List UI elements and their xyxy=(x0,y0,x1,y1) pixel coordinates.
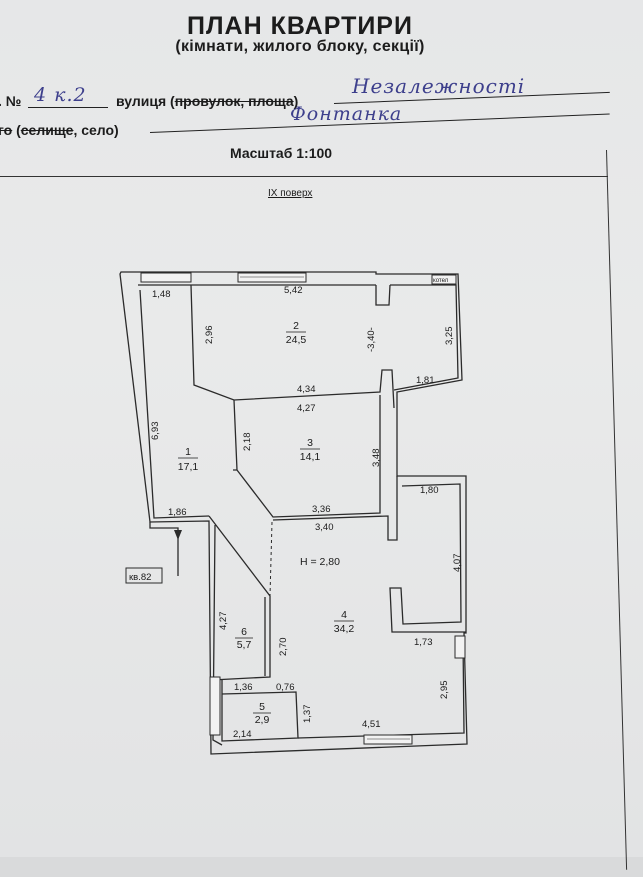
dim: 3,40 xyxy=(315,522,334,533)
window-room4 xyxy=(363,734,413,745)
room-number: 6 xyxy=(241,626,247,638)
dim: 1,36 xyxy=(234,682,253,693)
opening-dashed xyxy=(269,521,273,597)
room-number: 1 xyxy=(185,446,191,458)
settlement-label: го (селище, село) xyxy=(0,122,119,138)
settlement-value: Фонтанка xyxy=(290,103,403,125)
dim: 4,07 xyxy=(452,554,463,573)
wall-room2 xyxy=(190,284,395,409)
entrance-label: кв.82 xyxy=(129,572,151,583)
dim: 0,76 xyxy=(276,682,295,693)
window-room6 xyxy=(209,676,221,736)
house-number-underline xyxy=(28,107,108,108)
window-room2b xyxy=(431,274,457,285)
dim: 2,14 xyxy=(233,729,252,740)
dim: -3,40- xyxy=(366,327,377,352)
room-area: 34,2 xyxy=(334,623,355,635)
ceiling-height: Н = 2,80 xyxy=(300,556,340,568)
dim: 1,81 xyxy=(416,375,435,386)
room-area: 14,1 xyxy=(300,451,321,463)
drawing-frame xyxy=(0,176,608,877)
wall-room2-partition xyxy=(375,284,391,306)
room-3: 3 14,1 xyxy=(300,437,321,463)
room-number: 2 xyxy=(293,320,299,332)
boiler-label: котел xyxy=(433,278,449,284)
windows xyxy=(140,272,466,745)
floor-plan: кв.82 котел 1 17,1 2 24,5 3 14,1 4 34,2 … xyxy=(119,271,468,755)
room-area: 2,9 xyxy=(255,714,270,726)
dim: 1,80 xyxy=(420,485,439,496)
room-number: 3 xyxy=(307,437,313,449)
dim: 1,48 xyxy=(152,289,171,300)
dim: 4,27 xyxy=(218,612,229,631)
dim: 1,86 xyxy=(168,507,187,518)
dim: 3,48 xyxy=(371,449,382,468)
room-area: 17,1 xyxy=(178,461,199,473)
window-room4-side xyxy=(454,635,466,659)
room-area: 5,7 xyxy=(237,639,252,651)
dim: 2,96 xyxy=(204,326,215,345)
dim: 6,93 xyxy=(150,422,161,441)
street-label: вулиця (провулок, площа) xyxy=(116,93,299,109)
dim: 1,37 xyxy=(302,705,313,724)
dim: 1,73 xyxy=(414,637,433,648)
window-room2 xyxy=(237,272,307,283)
inner-outer-wall xyxy=(138,284,465,746)
house-number-label: . № xyxy=(0,93,22,109)
dim: 2,70 xyxy=(278,638,289,657)
document-title: ПЛАН КВАРТИРИ xyxy=(187,12,413,40)
wall-room5 xyxy=(221,680,299,742)
dim: 2,18 xyxy=(242,433,253,452)
dimensions: 1,48 5,42 2,96 -3,40- 3,25 4,34 1,81 6,9… xyxy=(150,285,463,740)
plan-walls xyxy=(119,271,468,755)
dim: 3,36 xyxy=(312,504,331,515)
house-number-value: 4 к.2 xyxy=(34,84,87,106)
room-5: 5 2,9 xyxy=(253,701,271,726)
wall-room3-bottom xyxy=(272,476,398,541)
dim: 2,95 xyxy=(439,681,450,700)
entrance-arrow-icon xyxy=(174,530,182,540)
dim: 4,27 xyxy=(297,403,316,414)
street-value: Незалежності xyxy=(352,74,526,98)
room-number: 4 xyxy=(341,609,347,621)
scale-label: Масштаб 1:100 xyxy=(230,145,333,161)
wall-room3 xyxy=(233,395,381,518)
outer-wall xyxy=(119,271,468,755)
dim: 4,34 xyxy=(297,384,316,395)
wall-room4-niche xyxy=(389,483,466,633)
entrance-box xyxy=(125,567,163,584)
dim: 3,25 xyxy=(444,327,455,346)
wall-room6 xyxy=(208,515,271,681)
room-area: 24,5 xyxy=(286,334,307,346)
dim: 5,42 xyxy=(284,285,303,296)
wall-entry xyxy=(149,522,179,576)
dim: 4,51 xyxy=(362,719,381,730)
room-6: 6 5,7 xyxy=(235,626,253,651)
room-2: 2 24,5 xyxy=(286,320,307,346)
room-1: 1 17,1 xyxy=(178,446,199,473)
window-room1 xyxy=(140,272,192,283)
document-subtitle: (кімнати, жилого блоку, секції) xyxy=(175,38,425,55)
room-4: 4 34,2 xyxy=(334,609,355,635)
room-number: 5 xyxy=(259,701,265,713)
floor-label: IX поверх xyxy=(268,188,313,199)
